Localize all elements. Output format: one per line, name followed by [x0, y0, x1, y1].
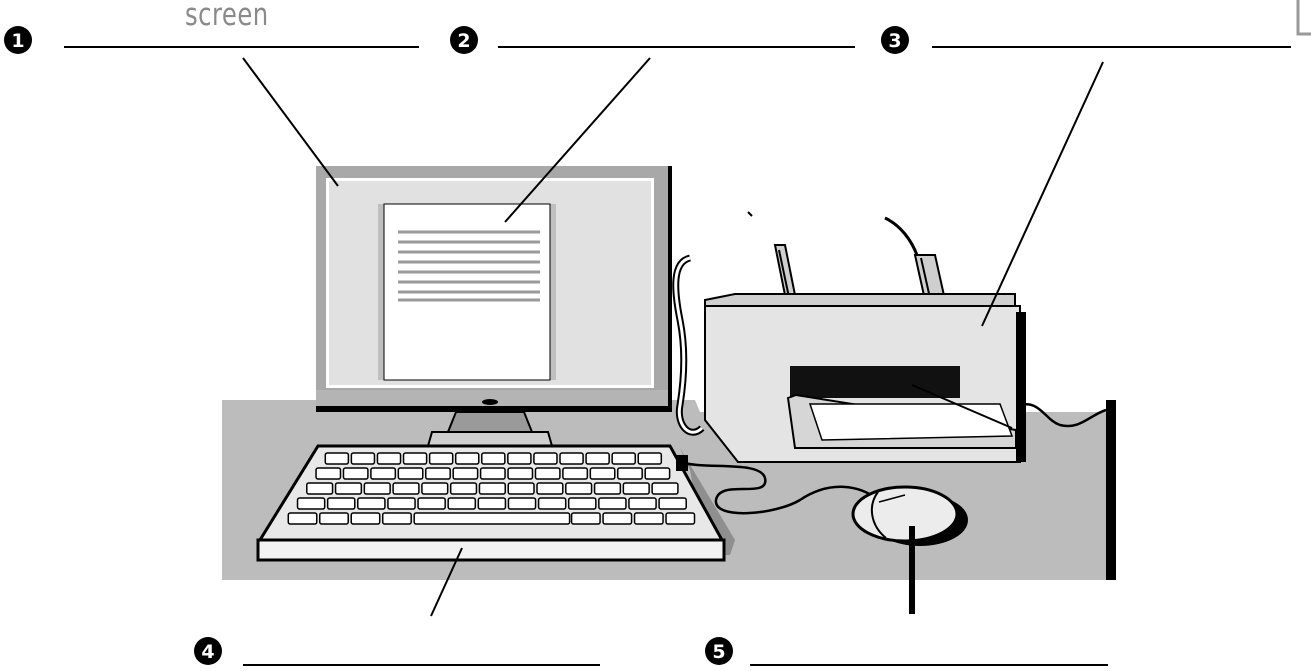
- keyboard-key: [425, 467, 451, 480]
- keyboard-key: [598, 497, 627, 510]
- keyboard-key: [381, 512, 412, 525]
- keyboard-key: [397, 467, 424, 480]
- keyboard-icon: [256, 444, 879, 562]
- keyboard-key: [319, 512, 349, 525]
- keyboard-key: [417, 497, 446, 510]
- keyboard-key: [611, 452, 636, 465]
- pointer-lines: [242, 57, 1104, 617]
- keyboard-key: [296, 497, 326, 510]
- keyboard-key: [287, 512, 318, 525]
- keyboard-key: [533, 452, 558, 465]
- keyboard-key: [324, 452, 350, 465]
- document-text-lines: [398, 230, 540, 302]
- number-4-text: 4: [201, 641, 214, 663]
- keyboard-key: [565, 482, 593, 495]
- keyboard-key: [334, 482, 363, 495]
- keyboard-key: [507, 467, 534, 480]
- keyboard-key: [507, 482, 535, 495]
- keyboard-key: [617, 467, 643, 480]
- keyboard-key: [644, 467, 671, 480]
- keyboard-key: [665, 512, 696, 525]
- keyboard-key: [622, 482, 650, 495]
- keyboard-key: [342, 467, 369, 480]
- keyboard-key: [478, 482, 506, 495]
- printer-icon: [704, 211, 1107, 463]
- keyboard-key: [628, 497, 657, 510]
- number-5-text: 5: [712, 641, 725, 663]
- keyboard-key: [593, 482, 622, 495]
- keyboard-key: [507, 452, 532, 465]
- number-1-badge: [4, 26, 32, 54]
- computer-monitor-icon: [316, 166, 672, 447]
- answer-1-text: screen: [185, 0, 269, 33]
- answer-field-3[interactable]: [932, 12, 1295, 48]
- keyboard-key: [479, 467, 506, 480]
- keyboard-key: [559, 452, 584, 465]
- keyboard-key: [602, 512, 633, 525]
- edge-fragment: [1296, 0, 1311, 36]
- keyboard-key: [452, 467, 479, 480]
- keyboard-key: [570, 512, 601, 525]
- keyboard-key: [350, 452, 376, 465]
- keyboard-key: [326, 497, 356, 510]
- number-3-badge: [881, 26, 909, 54]
- keyboard-key: [449, 482, 478, 495]
- answer-field-2[interactable]: [498, 12, 859, 48]
- answer-field-4[interactable]: [243, 630, 604, 666]
- keyboard-key: [357, 497, 386, 510]
- keyboard-key: [392, 482, 420, 495]
- keyboard-key: [350, 512, 381, 525]
- keyboard-key: [454, 452, 480, 465]
- keyboard-spacebar: [413, 512, 571, 525]
- keyboard-key: [363, 482, 391, 495]
- number-2-badge: [450, 26, 478, 54]
- keyboard-key: [477, 497, 507, 510]
- answer-field-5[interactable]: [750, 630, 1112, 666]
- keyboard-key: [534, 467, 561, 480]
- keyboard-key: [567, 497, 597, 510]
- keyboard-key: [387, 497, 416, 510]
- keyboard-key: [315, 467, 342, 480]
- number-4-badge: [194, 637, 222, 665]
- keyboard-key: [447, 497, 477, 510]
- keyboard-key: [651, 482, 679, 495]
- keyboard-key: [537, 497, 567, 510]
- keyboard-key: [402, 452, 428, 465]
- label-1: 1: [4, 26, 419, 54]
- keyboard-key: [507, 497, 537, 510]
- keyboard-key: [536, 482, 564, 495]
- keyboard-key: [481, 452, 506, 465]
- keyboard-key: [370, 467, 397, 480]
- number-1-text: 1: [11, 30, 24, 52]
- keyboard-key: [637, 452, 663, 465]
- keyboard-key: [585, 452, 610, 465]
- keyboard-key: [376, 452, 402, 465]
- keyboard-key: [428, 452, 454, 465]
- number-3-text: 3: [888, 30, 901, 52]
- number-5-badge: [705, 637, 733, 665]
- keyboard-keys: [287, 452, 696, 525]
- keyboard-key: [658, 497, 687, 510]
- keyboard-key: [421, 482, 449, 495]
- keyboard-key: [589, 467, 616, 480]
- number-2-text: 2: [457, 30, 470, 52]
- mouse-icon: [851, 485, 968, 546]
- keyboard-key: [633, 512, 664, 525]
- keyboard-key: [562, 467, 589, 480]
- keyboard-key: [306, 482, 334, 495]
